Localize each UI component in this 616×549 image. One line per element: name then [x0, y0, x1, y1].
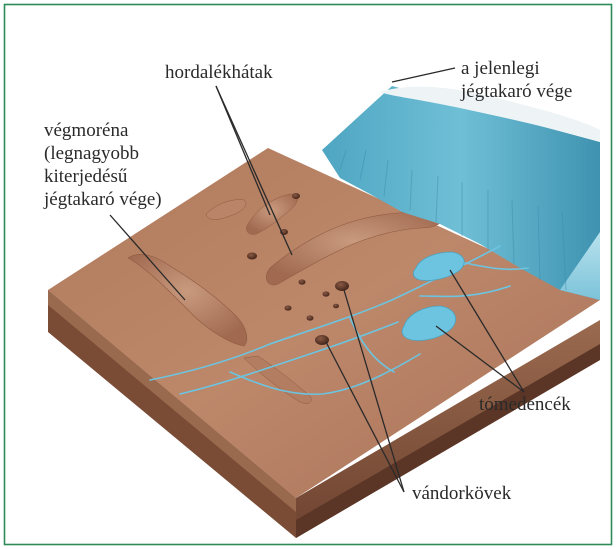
- label-current-ice-edge-line2: jégtakaró vége: [461, 80, 572, 103]
- leader-jelenlegi: [392, 68, 455, 82]
- boulder: [323, 291, 330, 296]
- boulder: [285, 305, 292, 310]
- label-terminal-moraine-line1: végmoréna: [44, 119, 162, 142]
- boulder: [335, 281, 349, 291]
- label-terminal-moraine: végmoréna (legnagyobb kiterjedésű jégtak…: [44, 119, 162, 211]
- label-terminal-moraine-line2: (legnagyobb: [44, 142, 162, 165]
- label-hordalekhatak: hordalékhátak: [165, 61, 273, 84]
- label-current-ice-edge-line1: a jelenlegi: [461, 57, 572, 80]
- boulder: [299, 279, 306, 284]
- label-terminal-moraine-line3: kiterjedésű: [44, 165, 162, 188]
- label-terminal-moraine-line4: jégtakaró vége): [44, 188, 162, 211]
- label-kettle-lakes: tómedencék: [479, 393, 571, 416]
- boulder: [247, 253, 257, 260]
- boulder: [307, 315, 314, 320]
- label-erratic-boulders: vándorkövek: [412, 482, 511, 505]
- boulder: [333, 304, 339, 309]
- label-current-ice-edge: a jelenlegi jégtakaró vége: [461, 57, 572, 103]
- boulder: [292, 193, 300, 199]
